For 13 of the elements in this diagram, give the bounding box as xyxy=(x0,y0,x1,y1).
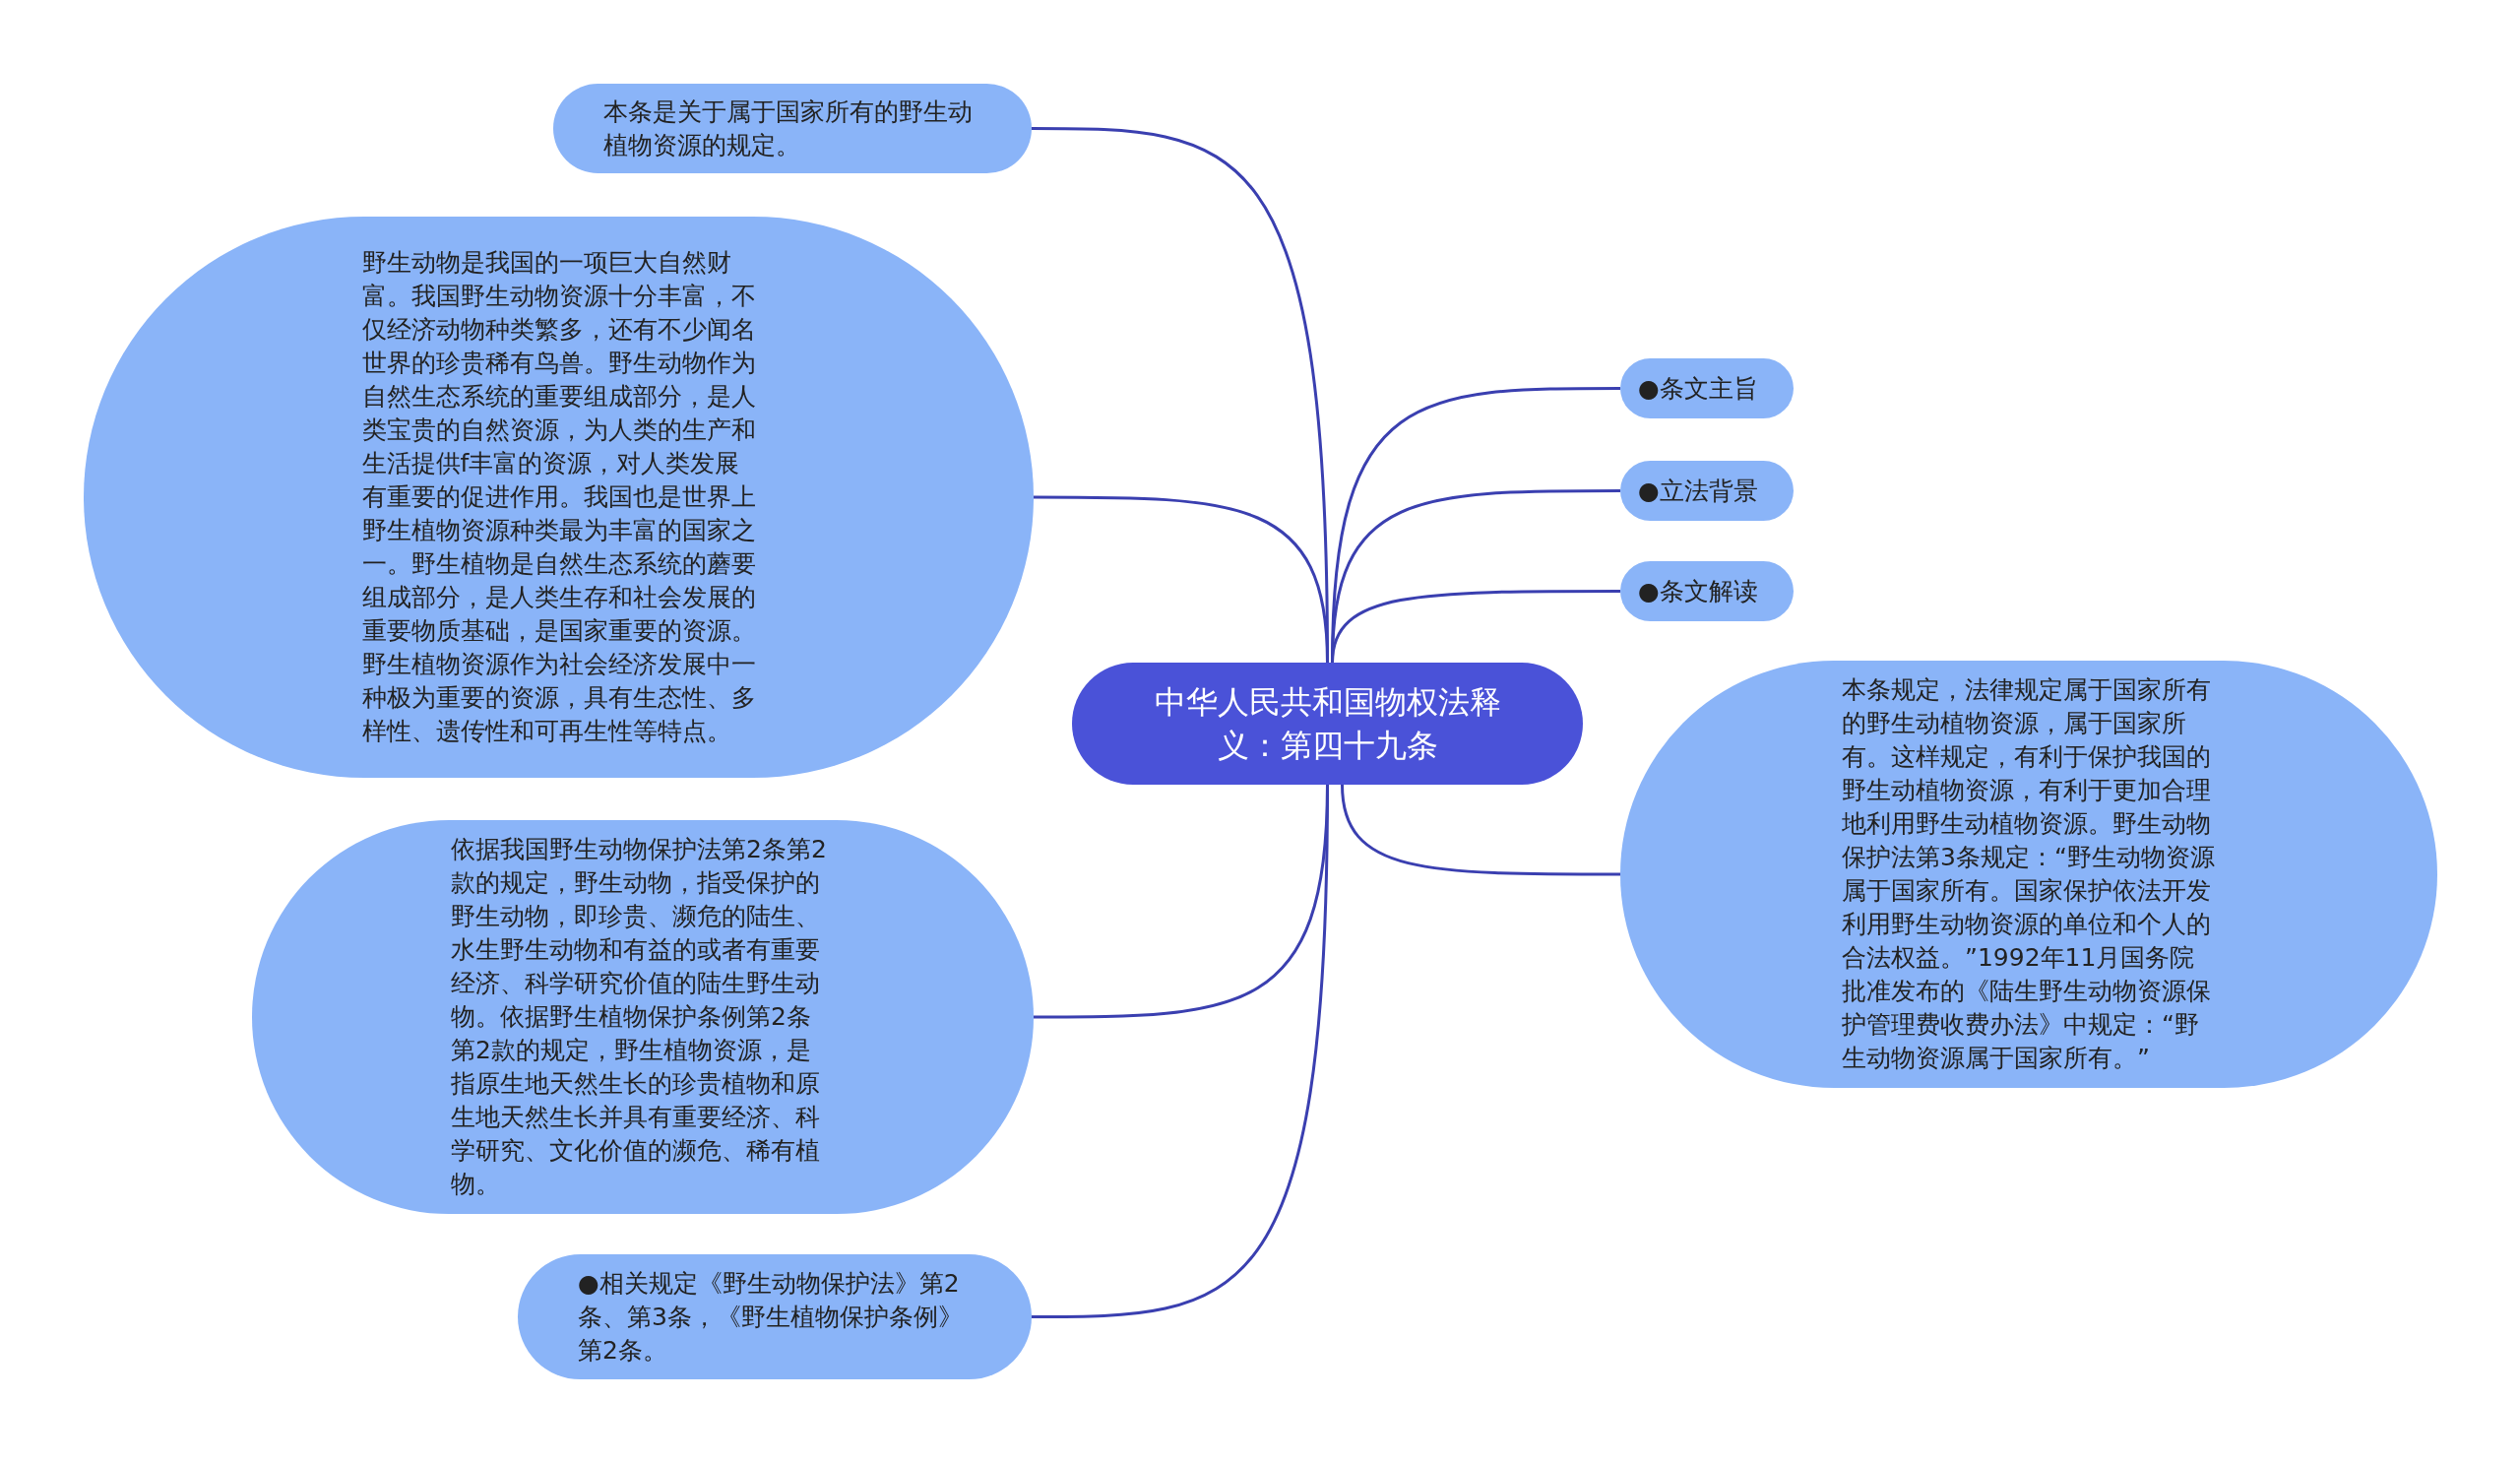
topic-box: ●立法背景 xyxy=(1620,461,1794,521)
connector-line xyxy=(1341,784,1620,876)
topic-box: ●条文解读 xyxy=(1620,561,1794,621)
connector-line xyxy=(1032,784,1329,1318)
topic-bubble: 依据我国野生动物保护法第2条第2款的规定，野生动物，指受保护的野生动物，即珍贵、濒危的陆生、水生野生动物和有益的或者有重要经济、科学研究价值的陆生野生动物。依据野生植物保护条例第2条第2款的规定，野生植物资源，是指原生地天然生长的珍贵植物和原生地天然生长并具有重要经济、科学研究、文化价值的濒危、稀有植物。 xyxy=(252,820,1034,1214)
topic-box: ●相关规定《野生动物保护法》第2条、第3条，《野生植物保护条例》第2条。 xyxy=(518,1254,1032,1379)
topic-box: 本条是关于属于国家所有的野生动植物资源的规定。 xyxy=(553,84,1032,173)
topic-bubble: 野生动物是我国的一项巨大自然财富。我国野生动物资源十分丰富，不仅经济动物种类繁多，还有不少闻名世界的珍贵稀有鸟兽。野生动物作为自然生态系统的重要组成部分，是人类宝贵的自然资源，为人类的生产和生活提供f丰富的资源，对人类发展有重要的促进作用。我国也是世界上野生植物资源种类最为丰富的国家之一。野生植物是自然生态系统的蘑要组成部分，是人类生存和社会发展的重要物质基础，是国家重要的资源。野生植物资源作为社会经济发展中一种极为重要的资源，具有生态性、多样性、遗传性和可再生性等特点。 xyxy=(84,217,1034,778)
topic-box: ●条文主旨 xyxy=(1620,358,1794,418)
connector-line xyxy=(1034,495,1329,664)
connector-line xyxy=(1331,590,1620,664)
topic-box: 中华人民共和国物权法释义：第四十九条 xyxy=(1072,663,1583,785)
topic-bubble: 本条规定，法律规定属于国家所有的野生动植物资源，属于国家所有。这样规定，有利于保护我国的野生动植物资源，有利于更加合理地利用野生动植物资源。野生动物保护法第3条规定：“野生动物资源属于国家所有。国家保护依法开发利用野生动物资源的单位和个人的合法权益。”1992年11月国务院批准发布的《陆生野生动物资源保护管理费收费办法》中规定：“野生动物资源属于国家所有。” xyxy=(1620,661,2437,1088)
